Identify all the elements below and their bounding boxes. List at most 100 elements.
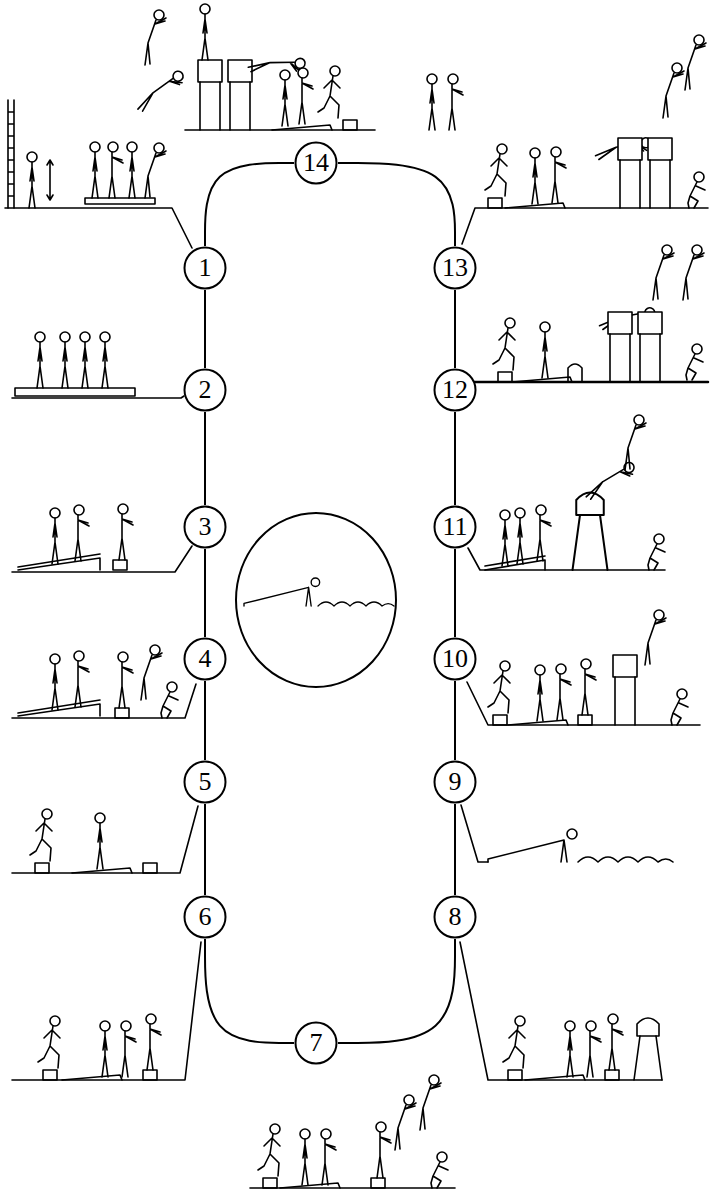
- scene-jump-down-part: [395, 1095, 416, 1150]
- station-number: 4: [199, 646, 212, 672]
- scene-run-up-part: [143, 863, 157, 873]
- centre-rest-circle: [236, 513, 396, 687]
- scene-vault-pairs-part: [198, 60, 222, 130]
- scene-wall-bars-part: [108, 142, 123, 198]
- scene-bench-part: [80, 332, 90, 388]
- circuit-line: [204, 681, 206, 760]
- scene-step-board: [12, 942, 201, 1080]
- scene-wall-bars-part: [90, 142, 100, 198]
- scene-wall-bars-part: [85, 198, 155, 204]
- station-label-box: 6: [183, 895, 227, 939]
- scene-vault-horses: [462, 35, 708, 244]
- circuit-line: [205, 163, 294, 246]
- scene-vault-horses-part: [663, 63, 684, 118]
- circuit-line: [204, 412, 206, 505]
- scene-bench: [12, 332, 184, 398]
- scene-bench-part: [60, 332, 70, 388]
- scene-jump-down-part: [321, 1129, 336, 1185]
- scene-vault-buck-part: [573, 493, 608, 571]
- circle-outline: [185, 639, 226, 680]
- scene-vault-box-part: [556, 664, 571, 720]
- station-number: 11: [442, 514, 467, 540]
- circle-outline: [296, 143, 337, 184]
- scene-vault-buck-part: [515, 508, 525, 564]
- station-circle: 6: [183, 895, 227, 939]
- circuit-line: [204, 549, 206, 637]
- scene-vault-pairs-part: [138, 64, 187, 121]
- circle-outline: [185, 507, 226, 548]
- scene-push-up-part: [461, 805, 488, 862]
- scene-springboard-part: [74, 505, 89, 561]
- scene-springboard-part: [113, 560, 127, 570]
- scene-jump-down-part: [376, 1122, 391, 1178]
- scene-vault-pairs-part: [145, 10, 166, 65]
- scene-wall-bars-part: [5, 208, 192, 248]
- scene-vault-buck-part: [485, 556, 545, 570]
- scene-springboard-jump-part: [118, 652, 133, 708]
- scene-bench-part: [35, 332, 45, 388]
- scene-wall-bars: [5, 100, 192, 248]
- scene-vault-arch-part: [653, 245, 674, 300]
- station-label-box: 10: [433, 637, 477, 681]
- station-number: 5: [199, 769, 212, 795]
- circuit-line: [204, 804, 206, 895]
- station-circle: 1: [183, 246, 227, 290]
- station-number: 6: [199, 904, 212, 930]
- centre-rest-circle-part: [236, 513, 396, 687]
- scene-vault-horses-part: [551, 147, 566, 203]
- station-label-box: 9: [433, 760, 477, 804]
- scene-bench-part: [15, 388, 135, 396]
- scene-vault-box-part: [645, 610, 666, 665]
- centre-rest-circle-part: [318, 602, 394, 606]
- scene-jump-down-part: [420, 1075, 441, 1130]
- station-circle: 4: [183, 637, 227, 681]
- scene-vault-pairs-part: [318, 66, 340, 118]
- scene-springboard-jump-part: [50, 654, 60, 710]
- scene-jump-down-part: [250, 1187, 455, 1189]
- scene-vault-pairs-part: [185, 129, 375, 131]
- scene-vault-pairs-part: [448, 74, 463, 130]
- scene-step-buck-part: [586, 1021, 601, 1077]
- scene-vault-box-part: [493, 715, 507, 725]
- scene-jump-down: [250, 1075, 455, 1188]
- scene-step-buck-part: [608, 1014, 623, 1070]
- scene-step-board-part: [143, 1070, 157, 1080]
- scene-springboard: [12, 504, 192, 572]
- scene-vault-arch-part: [568, 364, 582, 382]
- scene-run-up-part: [95, 813, 105, 869]
- station-label-box: 11: [433, 505, 477, 549]
- scene-springboard-part: [118, 504, 133, 560]
- scene-jump-down-part: [371, 1178, 385, 1188]
- scene-run-up-part: [12, 806, 198, 873]
- station-number: 14: [303, 150, 329, 176]
- scene-vault-horses-part: [488, 198, 502, 208]
- scene-vault-box-part: [467, 682, 700, 725]
- scene-vault-pairs-part: [200, 4, 210, 60]
- scene-vault-arch-part: [493, 318, 515, 370]
- scene-step-buck-part: [460, 942, 662, 1080]
- station-label-box: 8: [433, 895, 477, 939]
- scene-vault-buck-part: [468, 548, 665, 570]
- scene-vault-arch-part: [498, 372, 512, 382]
- scene-run-up-part: [35, 863, 49, 873]
- circuit-line: [454, 804, 456, 895]
- scene-vault-horses-part: [618, 138, 642, 208]
- scene-vault-buck-part: [625, 415, 646, 470]
- scene-jump-down-part: [300, 1129, 310, 1185]
- scene-step-buck-part: [565, 1021, 575, 1077]
- station-circle: 8: [433, 895, 477, 939]
- scene-springboard-jump-part: [161, 682, 178, 718]
- scene-bench-part: [12, 396, 184, 398]
- station-circle: 2: [183, 368, 227, 412]
- station-circle: 3: [183, 505, 227, 549]
- station-number: 1: [199, 255, 212, 281]
- scene-push-up-part: [578, 857, 673, 862]
- station-number: 8: [449, 904, 462, 930]
- scene-step-buck-part: [508, 1070, 522, 1080]
- station-label-box: 7: [294, 1021, 338, 1065]
- scene-vault-arch-part: [608, 312, 632, 382]
- scene-vault-box: [467, 610, 700, 725]
- circle-outline: [435, 507, 476, 548]
- station-label-box: 5: [183, 760, 227, 804]
